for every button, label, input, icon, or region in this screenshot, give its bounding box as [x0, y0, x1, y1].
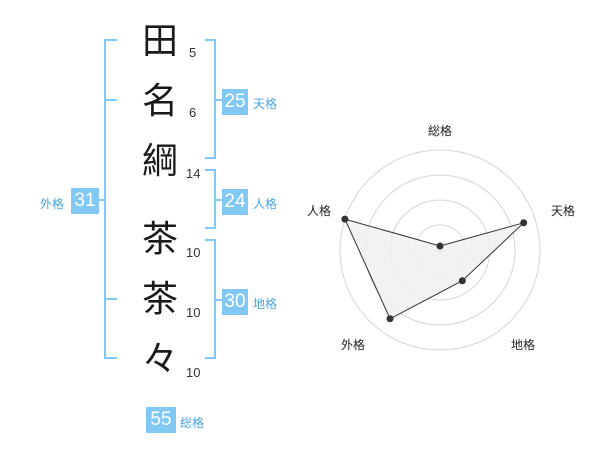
radar-area: [343, 218, 525, 320]
name-char-2: 名: [141, 81, 178, 122]
gaikaku-label: 外格: [40, 197, 65, 211]
soukaku-badge: 55: [146, 407, 176, 433]
chikaku-badge: 30: [222, 289, 248, 315]
stroke-count-2: 6: [189, 105, 197, 120]
stroke-count-5: 10: [186, 305, 201, 320]
jinkaku-badge: 24: [222, 189, 248, 215]
soukaku-label: 総格: [180, 416, 205, 430]
radar-label-tenkaku: 天格: [551, 204, 576, 218]
name-char-5: 茶: [141, 279, 178, 320]
tenkaku-badge: 25: [222, 89, 248, 115]
jinkaku-label: 人格: [253, 197, 278, 211]
stroke-count-1: 5: [189, 45, 197, 60]
radar-point-3: [458, 277, 466, 285]
radar-label-chikaku: 地格: [511, 338, 536, 352]
name-char-1: 田: [141, 21, 178, 62]
radar-label-gaikaku: 外格: [341, 338, 366, 352]
gaikaku-badge: 31: [71, 188, 99, 214]
radar-point-5: [341, 215, 349, 223]
radar-label-soukaku: 総格: [428, 124, 453, 138]
name-char-3: 綱: [141, 141, 178, 182]
stroke-count-6: 10: [186, 365, 201, 380]
chikaku-label: 地格: [253, 297, 278, 311]
radar-ring: [339, 149, 541, 351]
name-char-4: 茶: [141, 219, 178, 260]
radar-point-4: [386, 315, 394, 323]
name-char-6: 々: [141, 339, 178, 380]
stroke-count-3: 14: [186, 166, 201, 181]
tenkaku-label: 天格: [253, 97, 278, 111]
radar-label-jinkaku: 人格: [307, 204, 332, 218]
radar-point-1: [436, 242, 444, 250]
radar-point-2: [520, 219, 528, 227]
stroke-count-4: 10: [186, 245, 201, 260]
